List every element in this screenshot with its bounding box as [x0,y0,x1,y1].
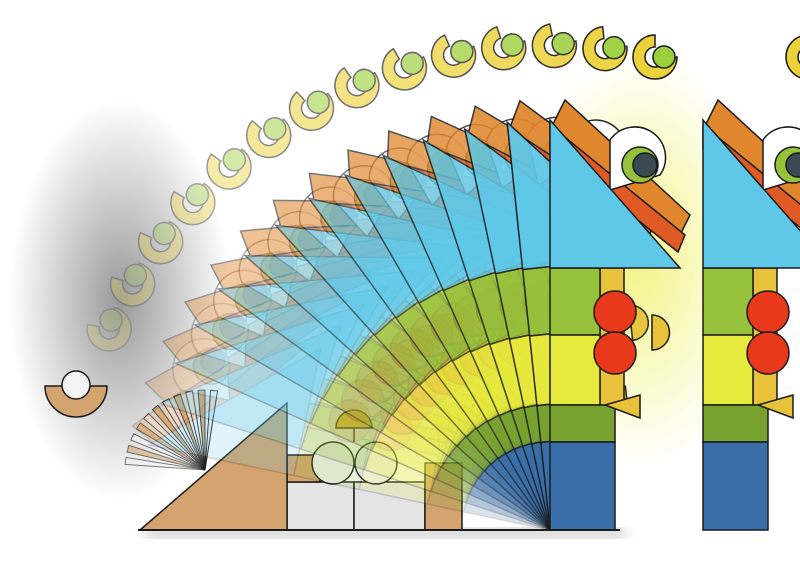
eye-white [190,302,248,369]
small-fan-wedge [135,422,206,471]
eye-iris [211,312,250,351]
sky-triangle [157,324,343,450]
gray-box-left [286,481,355,531]
eye-pupil [785,152,800,178]
green-band [309,376,394,452]
eye-pupil [219,314,245,340]
small-fan-wedge [185,390,206,471]
red-stripe [152,335,306,452]
head-ring [170,182,216,226]
head-dot [222,147,247,172]
green-band [702,267,754,336]
gold-beak [602,394,641,420]
tan-bowl [44,385,108,418]
head-dot [152,221,177,246]
gold-beak [755,394,794,420]
eye-white [213,269,272,338]
sky-triangle [146,346,322,477]
sky-triangle [702,118,800,269]
gold-neck [303,402,447,457]
green-band [292,425,371,491]
small-wedge-fan [124,389,219,471]
ground-shadow [145,528,625,538]
eye-pupil [242,282,268,308]
head-dot [450,39,474,64]
red-ball-lower [368,407,413,452]
sky-triangle [173,303,365,425]
small-fan-wedge [204,389,219,471]
head-ring [86,306,132,352]
small-fan-wedge [130,432,206,471]
second-figure [702,35,800,531]
red-ball-upper [746,290,790,334]
head-ring [109,262,156,307]
head-dot [306,90,330,114]
green-band [549,267,601,336]
small-fan-wedge [151,404,206,471]
head-dot [602,35,626,60]
gold-ear [651,314,671,351]
head-dot [123,263,148,288]
red-ball-lower [746,331,790,375]
head-ring [531,23,578,69]
green-band [299,400,381,471]
blue-base [549,441,616,531]
yellow-band [549,334,601,406]
head-dot [263,117,287,141]
eye-pupil [199,348,226,374]
ground-shapes [137,401,463,531]
gray-circle-right [354,441,398,485]
head-ring [430,34,477,78]
small-fan-wedge [173,393,206,471]
gold-cap [335,409,373,429]
head-dot [652,45,676,69]
red-ball-upper [341,379,385,423]
head-ring [785,35,800,79]
eye-white [172,338,231,402]
red-ball-upper [328,399,373,443]
gray-box-right [353,481,426,531]
small-head-figure [44,370,108,418]
orange-stripe [131,326,290,448]
head-dot [400,51,424,76]
head-ring [381,47,428,91]
small-fan-wedge [124,456,206,471]
yellow-band [358,439,440,505]
small-fan-wedge [161,398,206,471]
tan-block [424,462,463,531]
yellow-band [702,334,754,406]
main-figure [549,34,691,531]
blue-base [702,441,769,531]
eye-iris [234,280,272,319]
head-dot [185,183,210,207]
small-fan-wedge [142,412,206,471]
red-ball-upper [593,290,637,334]
gray-circle-left [311,441,355,485]
head-ring [206,148,252,190]
dark-green-band [549,404,616,443]
yellow-band [363,421,448,493]
head-dot [500,33,525,57]
yellow-band [370,404,458,481]
small-fan-wedge [126,444,206,471]
sky-triangle [549,118,682,269]
head-dot [352,68,376,93]
head-ring [137,220,184,265]
eye-pupil [632,152,658,178]
head-ring [582,25,628,72]
head-dot [551,31,575,56]
head-ring [480,25,527,71]
dark-green-band [702,404,769,443]
eye-iris [192,347,231,385]
red-ball-lower [593,331,637,375]
small-fan-wedge [197,389,206,471]
white-ball [61,370,91,400]
head-dot [99,308,123,332]
